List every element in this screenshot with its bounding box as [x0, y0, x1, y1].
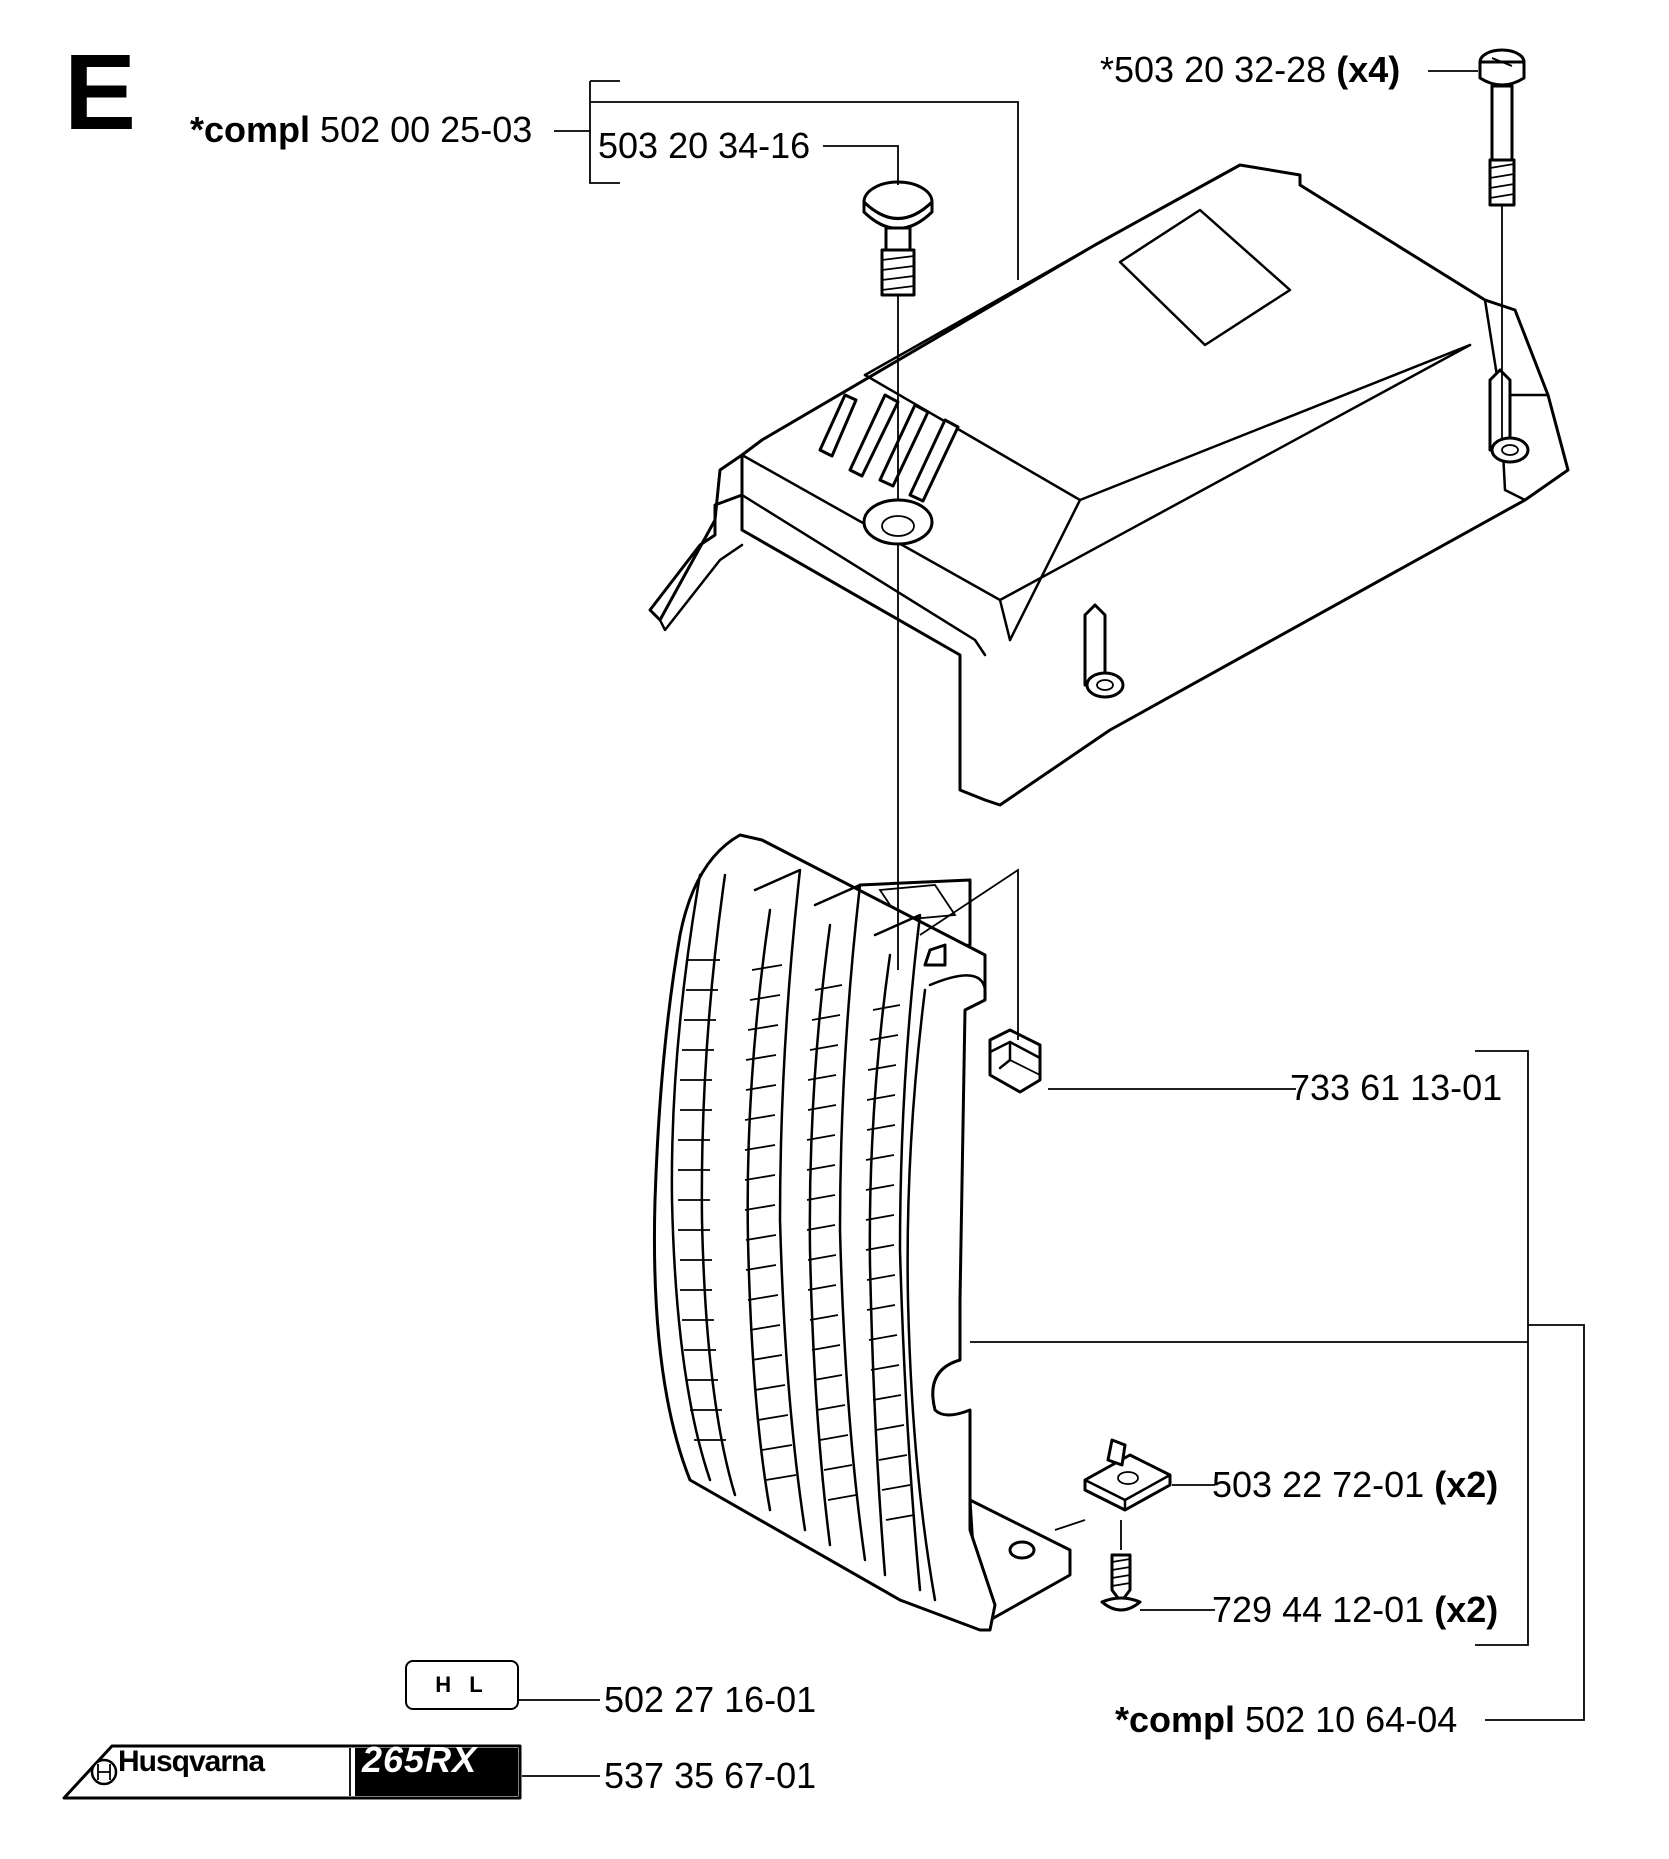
hl-decal: H L [405, 1660, 519, 1710]
part-number: 537 35 67-01 [604, 1755, 817, 1796]
label-speed-nut: 503 22 72-01 (x2) [1212, 1465, 1498, 1505]
grille-fins [678, 959, 915, 1521]
quantity: (x2) [1434, 1589, 1499, 1630]
long-screw [1478, 48, 1526, 207]
air-filter-grille [652, 833, 1072, 1632]
clip-part [988, 1028, 1042, 1094]
label-hl-decal: 502 27 16-01 [604, 1680, 816, 1720]
part-number: 729 44 12-01 [1212, 1589, 1425, 1630]
label-clip: 733 61 13-01 [1290, 1068, 1502, 1108]
part-number: *503 20 32-28 [1100, 49, 1327, 90]
compl-prefix: *compl [1115, 1699, 1236, 1740]
quantity: (x2) [1434, 1464, 1499, 1505]
label-cover-screw: 503 20 34-16 [598, 126, 810, 166]
label-filter-compl: *compl 502 10 64-04 [1115, 1700, 1457, 1740]
part-number: 503 20 34-16 [598, 125, 811, 166]
quantity: (x4) [1336, 49, 1401, 90]
section-letter: E [64, 31, 137, 152]
model-decal [62, 1744, 522, 1800]
part-number: 502 10 64-04 [1245, 1699, 1458, 1740]
part-number: 733 61 13-01 [1290, 1067, 1503, 1108]
cover-screw [862, 180, 934, 297]
leader-lines [519, 70, 1585, 1777]
label-model-decal: 537 35 67-01 [604, 1756, 816, 1796]
label-cover-compl: *compl 502 00 25-03 [190, 110, 532, 150]
label-long-screw: *503 20 32-28 (x4) [1100, 50, 1400, 90]
cover-part [648, 163, 1570, 807]
decal-model: 265RX [362, 1739, 478, 1780]
decal-brand: Husqvarna [118, 1745, 265, 1778]
part-number: 503 22 72-01 [1212, 1464, 1425, 1505]
self-tapping-screw [1100, 1553, 1142, 1612]
compl-prefix: *compl [190, 109, 311, 150]
part-number: 502 27 16-01 [604, 1679, 817, 1720]
label-self-tapping-screw: 729 44 12-01 (x2) [1212, 1590, 1498, 1630]
speed-nut-part [1083, 1438, 1172, 1512]
part-number: 502 00 25-03 [320, 109, 533, 150]
